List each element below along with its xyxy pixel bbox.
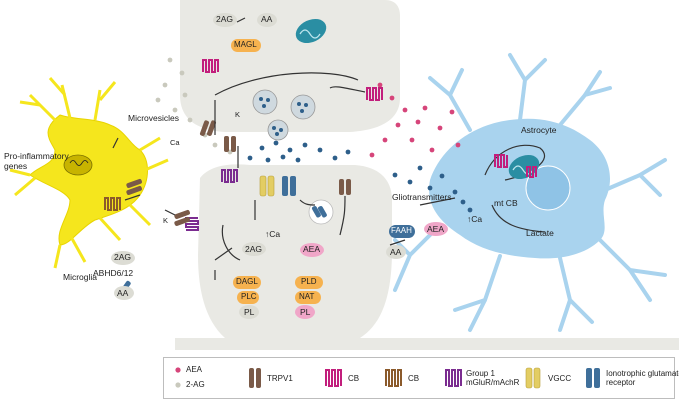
legend-iono: Ionotrophic glutamate receptor (606, 369, 679, 387)
label-k-plus-top: K (235, 110, 241, 119)
label-aa-faah: AA (390, 247, 402, 257)
label-2ag-abhd: 2AG (114, 252, 132, 262)
cb1r-mito-receptor (494, 154, 508, 168)
cb1r-receptor-presynaptic-right (366, 87, 383, 101)
label-gliotransmitters: Gliotransmitters (392, 192, 452, 202)
group1-receptor-left (221, 169, 238, 183)
legend-swatches (175, 367, 600, 389)
legend-vgcc: VGCC (548, 374, 572, 383)
label-aa-top: AA (261, 14, 273, 24)
label-microglia: Microglia (63, 272, 98, 282)
mitochondrion-presynaptic (295, 18, 327, 44)
legend-group1: Group 1 mGluR/mAchR (466, 369, 520, 387)
presynaptic-neuron (180, 0, 400, 132)
enzyme-pills (111, 13, 448, 319)
label-dagl: DAGL (236, 277, 258, 286)
signaling-arrows (112, 17, 546, 280)
label-pro-inflammatory: Pro-inflammatory genes (4, 151, 69, 171)
label-astrocyte: Astrocyte (521, 125, 557, 135)
label-faah: FAAH (391, 226, 412, 235)
label-ca2-left: Ca (170, 138, 180, 147)
label-ca2-post: ↑Ca (265, 229, 281, 239)
trpv1-channel-postsynaptic (339, 179, 351, 195)
legend-aea: AEA (186, 365, 203, 374)
label-microvesicles: Microvesicles (128, 113, 180, 123)
internalized-receptor (308, 199, 334, 225)
label-k-plus-left: K (163, 216, 169, 225)
label-magl: MAGL (234, 40, 257, 49)
label-plc: PLC (241, 292, 257, 301)
glutamate-release (247, 140, 473, 213)
trpv1-channel-k-left (174, 209, 190, 226)
label-abhd: ABHD6/12 (93, 268, 134, 278)
legend-cb1r: CB (348, 374, 360, 383)
trpv1-channel-presynaptic (199, 120, 216, 136)
trpv1-channel-k (224, 136, 236, 152)
cb1r-mito-receptor-right (526, 166, 537, 178)
ionotropic-receptor (282, 176, 296, 196)
label-aea-post: AEA (303, 244, 321, 254)
microglia-cell (9, 77, 169, 269)
aea-molecules (369, 82, 461, 158)
legend-trpv1: TRPV1 (267, 374, 293, 383)
label-mt-cb1r: mt CB (494, 198, 518, 208)
label-lactate: Lactate (526, 228, 554, 238)
trpv1-channel-microglia (126, 178, 142, 195)
label-2ag-top: 2AG (216, 14, 234, 24)
label-aea-faah: AEA (427, 224, 445, 234)
label-2ag-post: 2AG (245, 244, 263, 254)
label-pl-right: PL (300, 307, 311, 317)
legend: AEA 2-AG TRPV1 CB CB Group 1 mGluR/mAchR… (163, 357, 679, 399)
label-pl-left: PL (244, 307, 255, 317)
label-aa-abhd: AA (117, 288, 129, 298)
label-ca2-astrocyte: ↑Ca (467, 214, 483, 224)
legend-cb2r: CB (408, 374, 420, 383)
label-nat: NAT (299, 292, 315, 301)
astrocyte-cell (393, 53, 667, 332)
vgcc-channel (259, 175, 275, 197)
cb2r-receptor-microglia (104, 197, 121, 211)
cb1r-receptor-presynaptic (202, 59, 219, 73)
legend-2ag: 2-AG (186, 380, 205, 389)
synaptic-vesicles (252, 89, 316, 141)
label-pld: PLD (301, 277, 317, 286)
